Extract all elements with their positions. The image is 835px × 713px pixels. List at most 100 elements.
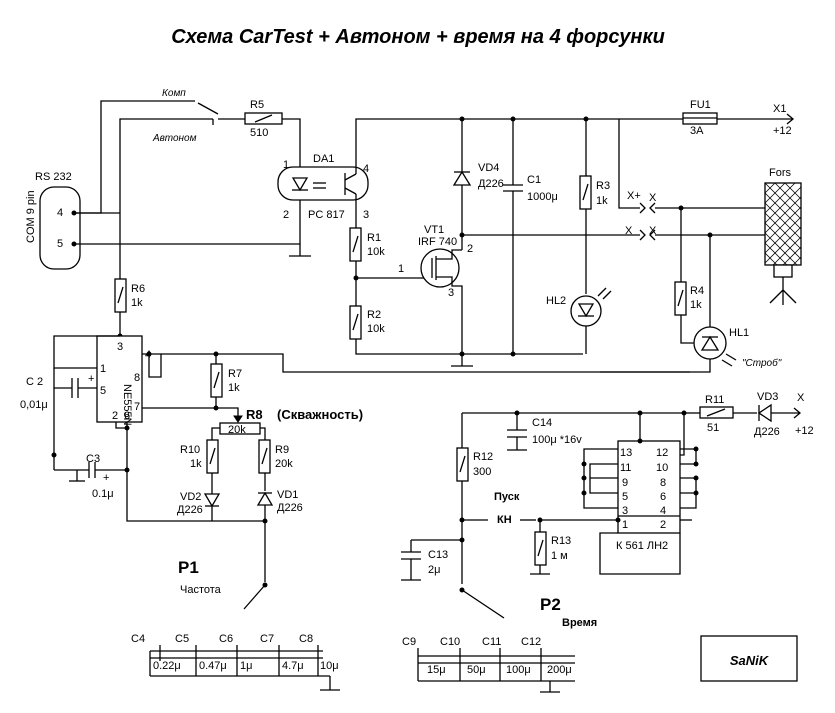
svg-text:X: X [797,392,805,404]
svg-text:C7: C7 [260,633,274,645]
svg-text:2μ: 2μ [428,564,440,576]
svg-text:1μ: 1μ [240,660,252,672]
svg-text:5: 5 [100,385,106,397]
svg-text:NE555N: NE555N [121,384,133,426]
svg-text:4: 4 [660,505,666,517]
svg-text:PC 817: PC 817 [308,209,345,221]
svg-text:SaNiK: SaNiK [730,653,770,668]
svg-text:R11: R11 [705,394,724,406]
svg-text:1k: 1k [131,297,143,309]
svg-text:1: 1 [100,363,106,375]
svg-text:2: 2 [283,209,289,221]
svg-text:Д226: Д226 [277,502,303,514]
svg-text:(Скважность): (Скважность) [277,407,363,422]
capacitor-bank-p2 [418,655,575,682]
svg-text:IRF 740: IRF 740 [418,236,457,248]
svg-text:4: 4 [363,163,369,175]
svg-text:1 м: 1 м [551,550,568,562]
svg-text:9: 9 [622,477,628,489]
svg-text:8: 8 [134,372,140,384]
svg-text:1000μ: 1000μ [527,191,558,203]
svg-text:VD1: VD1 [277,489,298,501]
svg-text:X1: X1 [773,103,786,115]
svg-text:0.47μ: 0.47μ [199,660,227,672]
svg-text:R4: R4 [690,285,704,297]
svg-text:2: 2 [112,410,118,422]
svg-text:20k: 20k [275,458,293,470]
svg-text:510: 510 [250,127,268,139]
svg-text:0.1μ: 0.1μ [92,488,114,500]
mode-switch [197,102,219,115]
svg-text:X: X [649,225,657,237]
timer-ne555 [96,335,143,423]
svg-text:КН: КН [497,514,512,526]
svg-text:11: 11 [620,462,631,474]
rs232-label: RS 232 [35,171,72,183]
svg-text:VT1: VT1 [424,224,444,236]
svg-text:20k: 20k [228,424,246,436]
svg-text:6: 6 [660,491,666,503]
svg-text:R2: R2 [367,309,381,321]
svg-text:C14: C14 [532,417,552,429]
svg-text:1: 1 [398,263,404,275]
svg-text:100μ *16v: 100μ *16v [532,434,582,446]
pin4-label: 4 [57,207,63,219]
svg-text:Д226: Д226 [478,178,504,190]
pin5-label: 5 [57,238,63,250]
switch-pos2-label: Автоном [152,133,197,144]
svg-text:R12: R12 [473,451,493,463]
svg-text:Пуск: Пуск [494,491,520,503]
svg-text:R5: R5 [250,99,264,111]
diode-vd2 [203,493,221,508]
svg-text:200μ: 200μ [547,664,572,676]
svg-text:FU1: FU1 [690,99,711,111]
svg-text:R6: R6 [131,283,145,295]
svg-text:50μ: 50μ [467,664,486,676]
svg-text:13: 13 [620,447,632,459]
svg-text:C8: C8 [299,633,313,645]
svg-text:300: 300 [473,466,491,478]
svg-text:R10: R10 [180,444,200,456]
svg-text:7: 7 [134,401,140,413]
svg-text:R7: R7 [228,368,242,380]
svg-text:2: 2 [467,243,473,255]
svg-text:R8: R8 [246,407,263,422]
svg-text:X: X [649,192,657,204]
diagram-title: Схема CarTest + Автоном + время на 4 фор… [171,26,665,48]
svg-text:3: 3 [363,209,369,221]
diode-vd4 [452,170,472,186]
svg-text:VD3: VD3 [757,391,778,403]
svg-text:3: 3 [622,505,628,517]
svg-text:К 561 ЛН2: К 561 ЛН2 [616,540,668,552]
svg-text:HL2: HL2 [546,295,566,307]
svg-text:C3: C3 [86,453,100,465]
svg-text:"Строб": "Строб" [742,357,782,369]
svg-text:100μ: 100μ [506,664,531,676]
svg-text:1: 1 [622,519,628,531]
svg-text:12: 12 [656,447,668,459]
transistor-vt1 [420,248,460,288]
svg-text:R13: R13 [551,535,571,547]
svg-text:VD2: VD2 [180,491,201,503]
svg-text:C5: C5 [175,633,189,645]
rs232-connector [39,186,81,270]
svg-text:2: 2 [660,519,666,531]
svg-text:51: 51 [707,422,719,434]
svg-text:Время: Время [562,617,597,629]
svg-text:6: 6 [124,410,130,422]
diode-vd3 [757,403,772,423]
svg-text:1k: 1k [190,458,202,470]
svg-text:+: + [88,373,94,385]
selector-p1 [243,584,266,610]
svg-text:3: 3 [117,341,123,353]
svg-text:C4: C4 [131,633,145,645]
svg-text:5: 5 [622,491,628,503]
svg-text:C10: C10 [440,636,460,648]
svg-text:0.22μ: 0.22μ [153,660,181,672]
ic-k561ln2 [617,440,681,534]
svg-text:1k: 1k [596,195,608,207]
svg-text:0,01μ: 0,01μ [20,399,48,411]
svg-text:C1: C1 [527,174,541,186]
svg-text:Д226: Д226 [177,504,203,516]
